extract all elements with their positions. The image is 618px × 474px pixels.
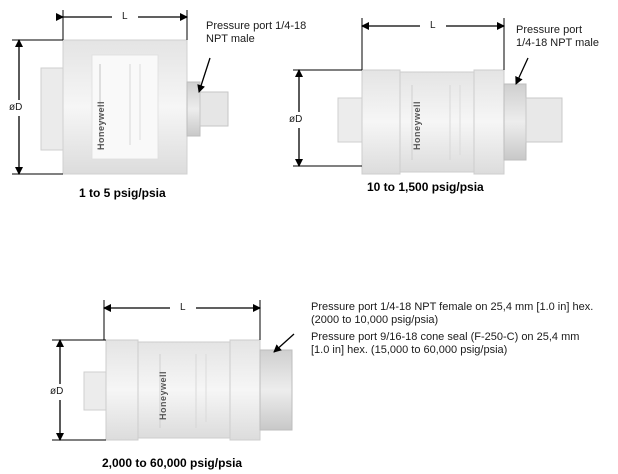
sensor-3-collar xyxy=(105,339,139,441)
sensor-2-collar xyxy=(361,69,401,175)
sensor-1-diameter-label: øD xyxy=(6,102,26,114)
sensor-2-logo: Honeywell xyxy=(412,101,422,150)
sensor-1-port xyxy=(199,91,229,127)
sensor-3-caption: 2,000 to 60,000 psig/psia xyxy=(102,456,243,470)
sensor-3-port-callout: Pressure port 1/4-18 NPT female on 25,4 … xyxy=(311,301,593,357)
sensor-1-logo: Honeywell xyxy=(96,101,106,150)
sensor-3-hex xyxy=(259,349,293,431)
callout-line: Pressure port 1/4-18 xyxy=(206,20,307,32)
callout-line: NPT male xyxy=(206,33,255,45)
sensor-3 xyxy=(52,300,295,441)
sensor-3-connector xyxy=(83,371,109,411)
sensor-1-label-plate xyxy=(91,54,159,160)
callout-line: [1.0 in] hex. (15,000 to 60,000 psig/psi… xyxy=(311,344,508,356)
sensor-2-length-label: L xyxy=(427,20,439,32)
callout-line: Pressure port xyxy=(516,24,583,36)
sensor-3-collar-right xyxy=(229,339,261,441)
sensor-3-housing xyxy=(137,341,231,439)
sensor-1-length-label: L xyxy=(119,11,131,23)
sensor-2-collar-right xyxy=(473,69,505,175)
sensor-2 xyxy=(293,18,563,175)
sensor-1 xyxy=(12,10,229,175)
sensor-2-port xyxy=(525,97,563,143)
callout-line: 1/4-18 NPT male xyxy=(516,37,599,49)
sensor-3-length-label: L xyxy=(177,302,189,314)
sensor-2-hex xyxy=(503,83,527,161)
sensor-1-port-callout: Pressure port 1/4-18 NPT male xyxy=(206,20,306,46)
sensor-1-hex xyxy=(186,81,201,137)
sensor-1-connector xyxy=(40,67,66,151)
sensor-1-caption: 1 to 5 psig/psia xyxy=(79,186,166,200)
sensor-3-logo: Honeywell xyxy=(158,371,168,420)
sensor-2-port-callout: Pressure port 1/4-18 NPT male xyxy=(516,24,599,50)
callout-line: (2000 to 10,000 psig/psia) xyxy=(311,314,439,326)
sensor-2-diameter-label: øD xyxy=(286,114,306,126)
sensor-2-caption: 10 to 1,500 psig/psia xyxy=(367,180,484,194)
callout-line: Pressure port 1/4-18 NPT female on 25,4 … xyxy=(311,301,594,313)
sensor-2-connector xyxy=(337,97,365,143)
sensor-3-diameter-label: øD xyxy=(47,386,67,398)
callout-line: Pressure port 9/16-18 cone seal (F-250-C… xyxy=(311,331,580,343)
